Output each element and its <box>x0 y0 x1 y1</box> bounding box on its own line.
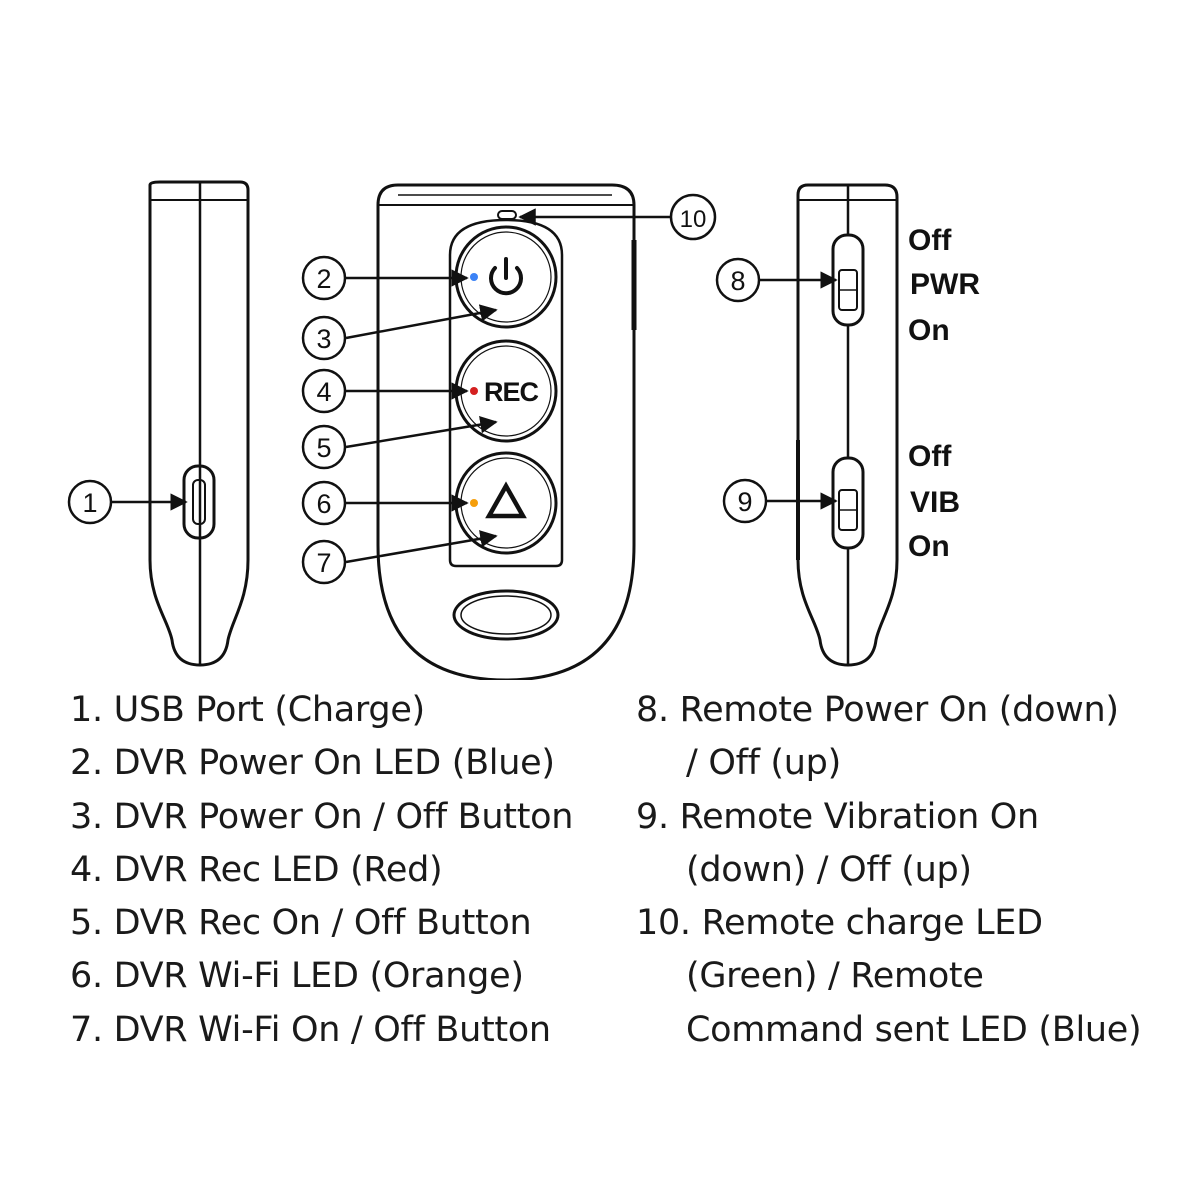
legend-item-6: 6. DVR Wi-Fi LED (Orange) <box>70 956 524 997</box>
legend-item-2: 2. DVR Power On LED (Blue) <box>70 743 555 784</box>
callout-10-number: 10 <box>680 206 707 233</box>
legend-item-10-cont-2: Command sent LED (Blue) <box>686 1009 1142 1050</box>
callout-3-circle <box>301 315 347 361</box>
vib-off-label: Off <box>908 440 952 473</box>
legend-item-9: 9. Remote Vibration On <box>636 796 1039 837</box>
pwr-on-label: On <box>908 314 950 347</box>
legend-item-3: 3. DVR Power On / Off Button <box>70 796 574 837</box>
callout-3-leader <box>345 304 498 340</box>
callout-4-number: 4 <box>316 377 331 407</box>
callout-3-number: 3 <box>316 324 331 354</box>
legend-item-1: 1. USB Port (Charge) <box>70 690 425 730</box>
lanyard-hole <box>452 589 560 641</box>
legend-item-4: 4. DVR Rec LED (Red) <box>70 849 443 890</box>
legend-item-10: 10. Remote charge LED <box>636 903 1043 944</box>
callout-7-circle <box>301 539 347 585</box>
callout-8-number: 8 <box>730 266 745 296</box>
left-side-view <box>148 180 250 667</box>
pwr-switch[interactable] <box>831 233 865 327</box>
callout-5-circle <box>301 424 347 470</box>
vib-name-label: VIB <box>910 486 960 519</box>
rec-led <box>470 387 478 395</box>
remote-charge-led <box>497 210 517 220</box>
front-view <box>376 183 637 680</box>
callout-5-number: 5 <box>316 433 331 463</box>
triangle-icon <box>485 481 527 519</box>
callout-9-circle <box>722 478 768 524</box>
pwr-off-label: Off <box>908 224 952 257</box>
wifi-led <box>470 499 478 507</box>
power-led <box>470 273 478 281</box>
legend-left-column: 1. USB Port (Charge) 2. DVR Power On LED… <box>70 684 573 1057</box>
legend-item-5: 5. DVR Rec On / Off Button <box>70 903 532 944</box>
legend-right-column: 8. Remote Power On (down) / Off (up) 9. … <box>636 684 1142 1057</box>
legend-item-10-cont-1: (Green) / Remote <box>686 956 984 997</box>
callout-1-number: 1 <box>82 488 97 518</box>
legend-item-9-cont: (down) / Off (up) <box>686 849 972 890</box>
callout-7-leader <box>345 530 498 564</box>
legend-item-7: 7. DVR Wi-Fi On / Off Button <box>70 1009 551 1050</box>
callout-6-number: 6 <box>316 489 331 519</box>
callout-2-circle <box>301 255 347 301</box>
device-diagram: REC Off PWR On Off VIB On <box>67 180 980 680</box>
callout-7-number: 7 <box>316 548 331 578</box>
vib-switch[interactable] <box>831 456 865 550</box>
callout-10-circle <box>669 193 717 241</box>
callout-8-circle <box>715 257 761 303</box>
vib-on-label: On <box>908 530 950 563</box>
callout-9-number: 9 <box>737 487 752 517</box>
callout-1-circle <box>67 479 113 525</box>
power-button[interactable] <box>454 225 558 329</box>
power-icon <box>489 257 523 296</box>
legend-item-8-cont: / Off (up) <box>686 743 841 784</box>
callout-6-circle <box>301 480 347 526</box>
callout-5-leader <box>345 415 498 449</box>
pwr-name-label: PWR <box>910 268 980 301</box>
callout-4-circle <box>301 368 347 414</box>
legend-item-8: 8. Remote Power On (down) <box>636 690 1119 730</box>
callout-2-number: 2 <box>316 264 331 294</box>
rec-button-label: REC <box>484 377 539 407</box>
